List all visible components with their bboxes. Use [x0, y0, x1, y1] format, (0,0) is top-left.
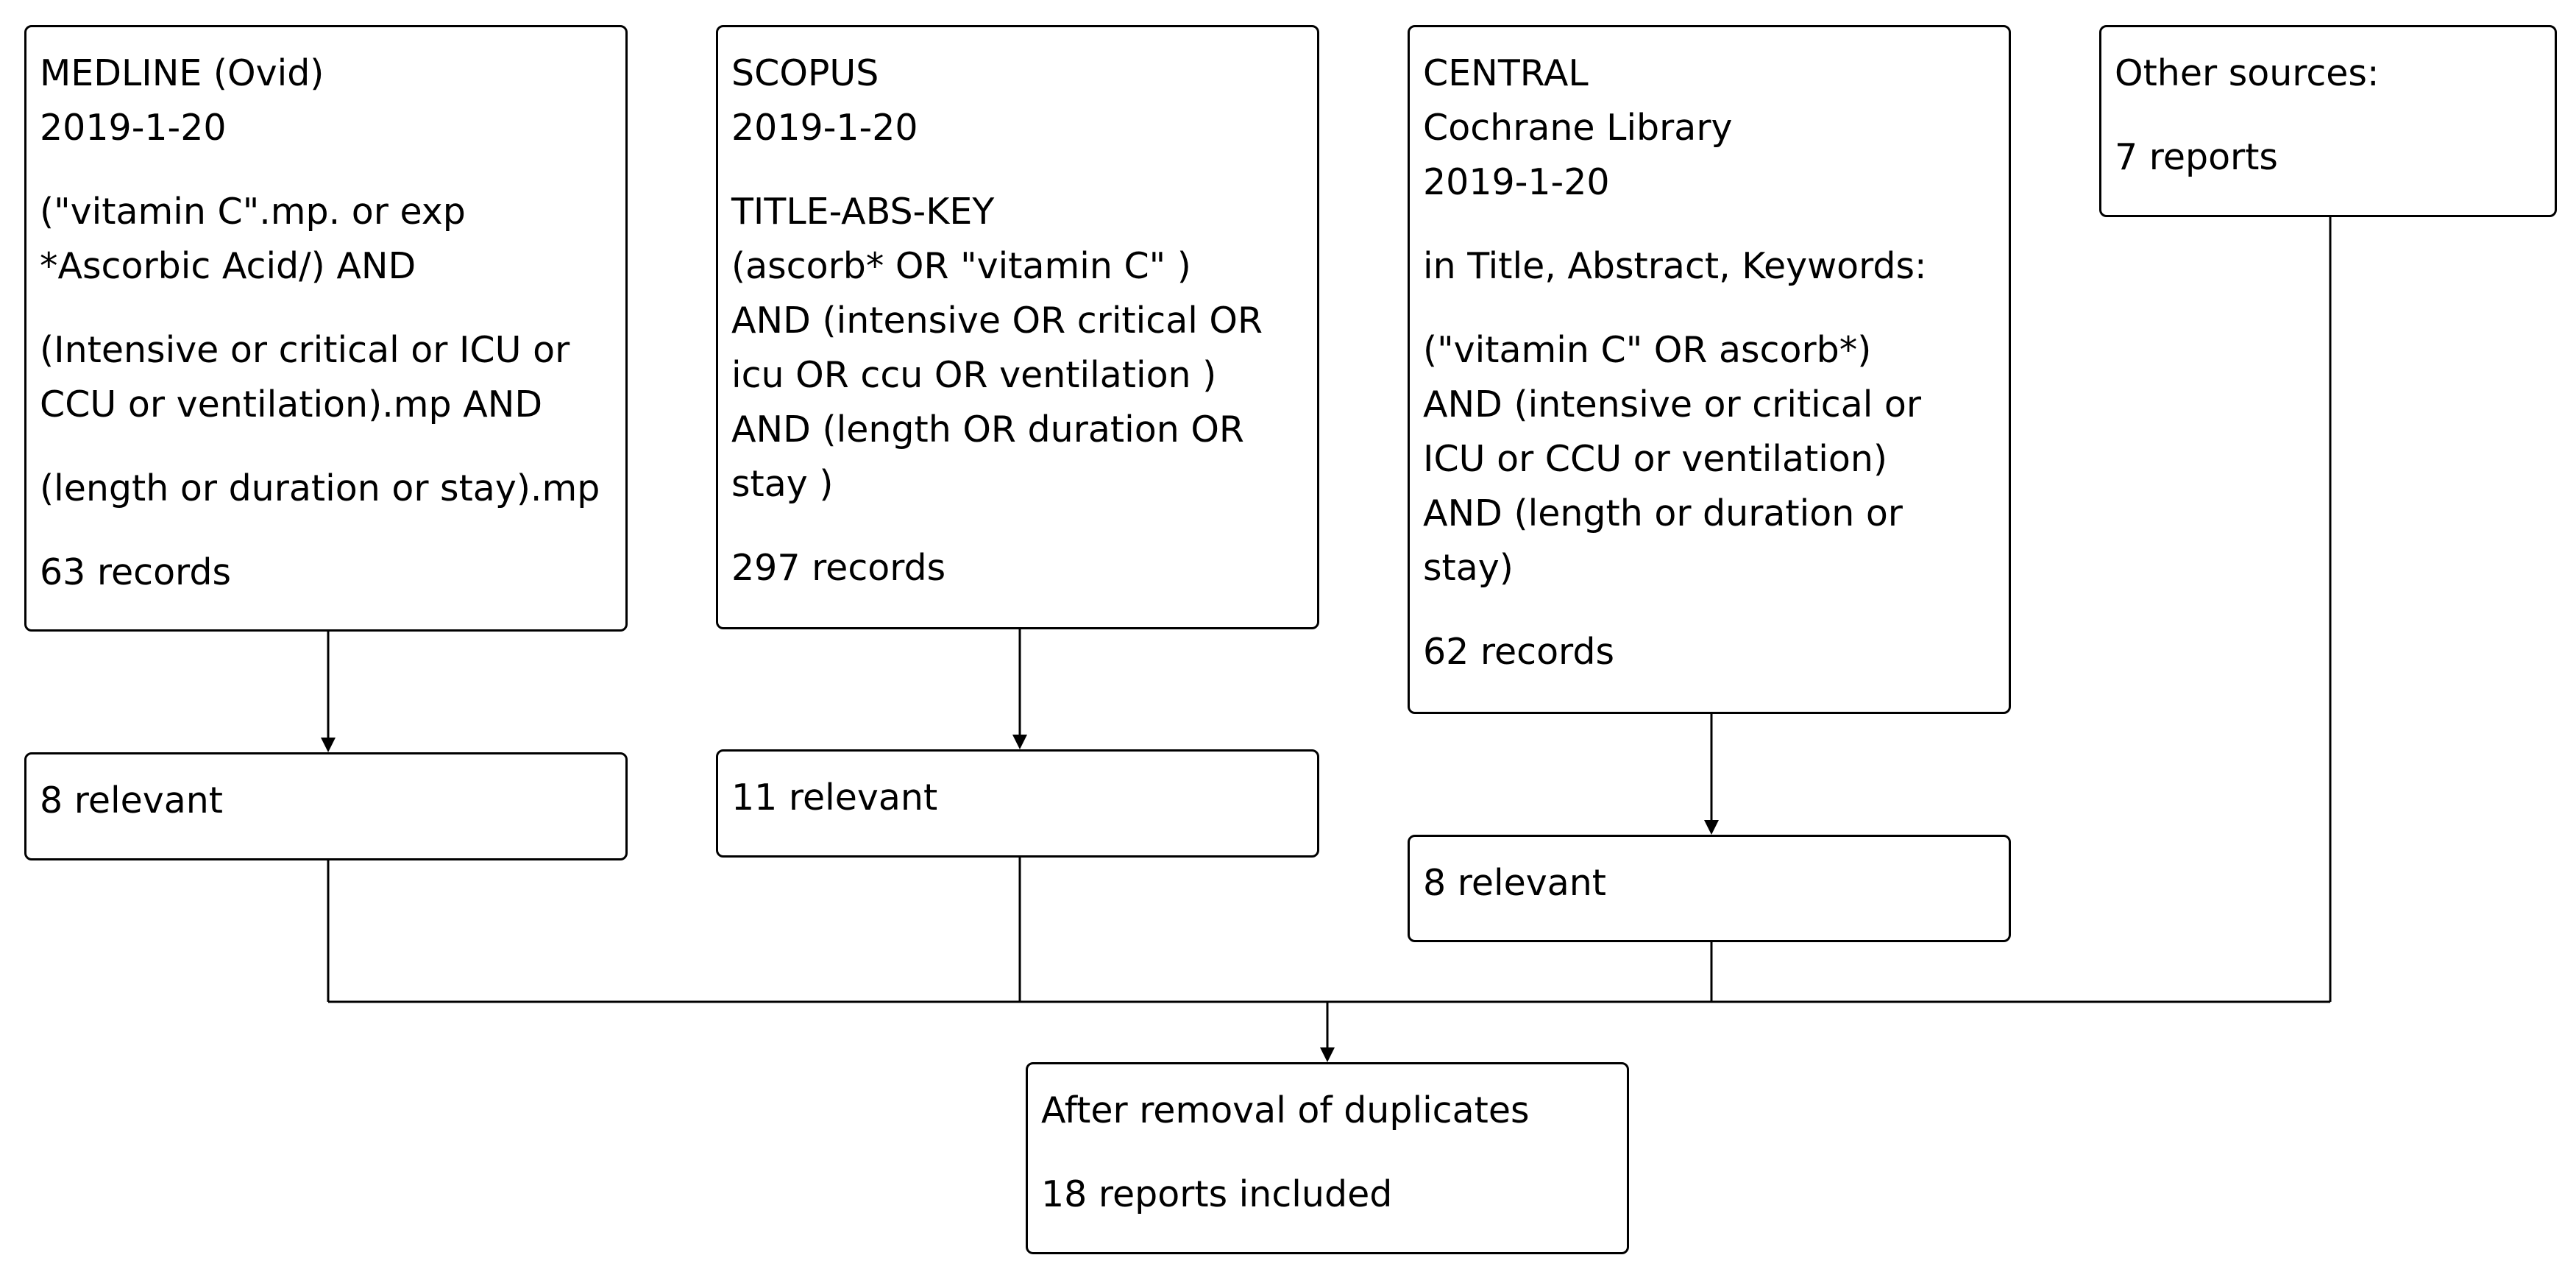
other-sources-report-count: 7 reports — [2115, 136, 2278, 178]
scopus-query-line: AND (length OR duration OR — [731, 409, 1244, 450]
central-source-box: CENTRAL Cochrane Library 2019-1-20 in Ti… — [1408, 25, 2011, 714]
arrowhead-medline — [321, 738, 336, 752]
central-relevant-box: 8 relevant — [1408, 835, 2011, 942]
scopus-query-line: stay ) — [731, 463, 834, 505]
central-query-line: ICU or CCU or ventilation) — [1423, 438, 1888, 480]
medline-query-line: CCU or ventilation).mp AND — [40, 383, 543, 425]
medline-query-line: *Ascorbic Acid/) AND — [40, 245, 416, 287]
medline-query-line: ("vitamin C".mp. or exp — [40, 191, 466, 233]
medline-record-count: 63 records — [40, 551, 231, 593]
central-db-publisher: Cochrane Library — [1423, 107, 1733, 149]
duplicates-removed-result-box: After removal of duplicates 18 reports i… — [1026, 1062, 1629, 1254]
other-sources-label: Other sources: — [2115, 52, 2380, 94]
medline-query-line: (length or duration or stay).mp — [40, 467, 600, 509]
scopus-db-name: SCOPUS — [731, 52, 879, 94]
scopus-search-date: 2019-1-20 — [731, 107, 918, 149]
scopus-record-count: 297 records — [731, 547, 946, 589]
result-included-count: 18 reports included — [1041, 1173, 1393, 1215]
central-query-line: ("vitamin C" OR ascorb*) — [1423, 329, 1872, 371]
arrowhead-central — [1704, 820, 1719, 835]
central-query-line: AND (length or duration or — [1423, 492, 1903, 534]
arrowhead-result — [1320, 1047, 1335, 1062]
medline-relevant-box: 8 relevant — [24, 752, 628, 860]
central-query-line: in Title, Abstract, Keywords: — [1423, 245, 1927, 287]
medline-query-line: (Intensive or critical or ICU or — [40, 329, 570, 371]
scopus-query-line: (ascorb* OR "vitamin C" ) — [731, 245, 1191, 287]
scopus-source-box: SCOPUS 2019-1-20 TITLE-ABS-KEY (ascorb* … — [716, 25, 1319, 629]
scopus-relevant-box: 11 relevant — [716, 749, 1319, 858]
arrowhead-scopus — [1012, 735, 1027, 749]
scopus-query-line: TITLE-ABS-KEY — [731, 191, 995, 233]
central-relevant-count: 8 relevant — [1423, 862, 1607, 904]
central-db-name: CENTRAL — [1423, 52, 1589, 94]
central-search-date: 2019-1-20 — [1423, 161, 1610, 203]
medline-db-name: MEDLINE (Ovid) — [40, 52, 324, 94]
medline-relevant-count: 8 relevant — [40, 780, 224, 821]
other-sources-box: Other sources: 7 reports — [2099, 25, 2557, 217]
central-query-line: stay) — [1423, 547, 1514, 589]
medline-search-date: 2019-1-20 — [40, 107, 227, 149]
scopus-query-line: AND (intensive OR critical OR — [731, 300, 1263, 342]
medline-source-box: MEDLINE (Ovid) 2019-1-20 ("vitamin C".mp… — [24, 25, 628, 632]
central-record-count: 62 records — [1423, 631, 1614, 673]
scopus-query-line: icu OR ccu OR ventilation ) — [731, 354, 1217, 396]
result-title: After removal of duplicates — [1041, 1089, 1530, 1131]
central-query-line: AND (intensive or critical or — [1423, 383, 1922, 425]
scopus-relevant-count: 11 relevant — [731, 777, 938, 819]
